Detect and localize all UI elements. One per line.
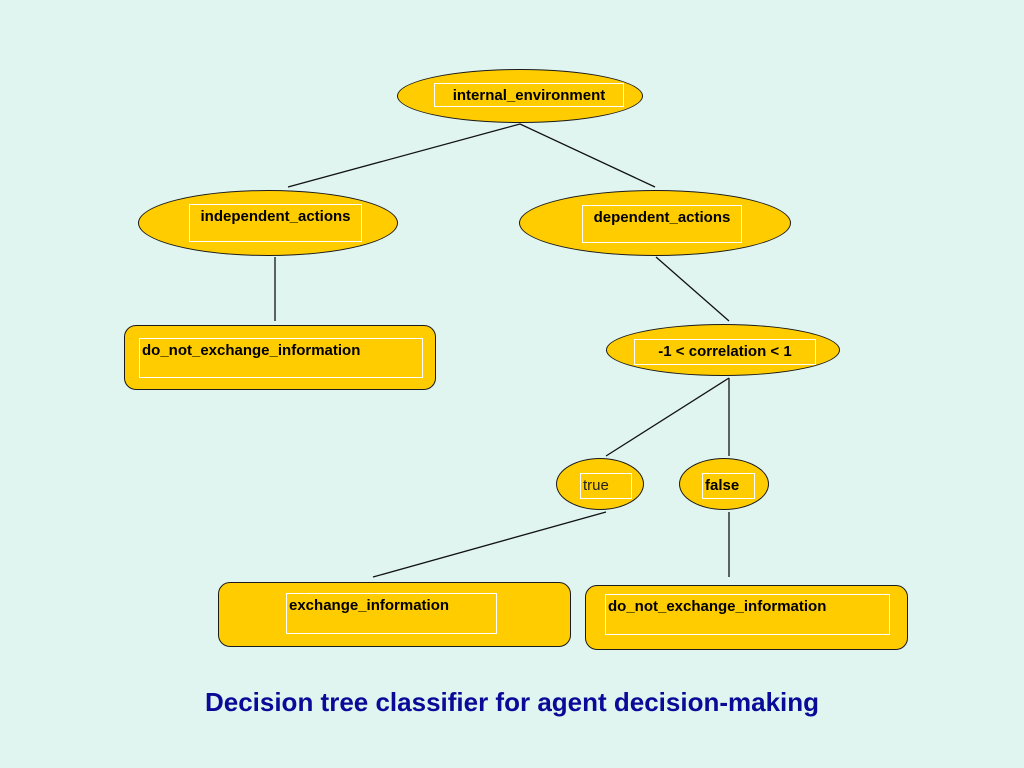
correlation-node: -1 < correlation < 1 [606, 324, 840, 376]
leaf-do-not-exchange-left-label: do_not_exchange_information [139, 338, 423, 378]
leaf-do-not-exchange-right-label: do_not_exchange_information [605, 594, 890, 635]
root-node: internal_environment [397, 69, 643, 123]
leaf-exchange-information-label: exchange_information [286, 593, 497, 634]
diagram-caption: Decision tree classifier for agent decis… [204, 687, 820, 717]
dependent-actions-label: dependent_actions [582, 205, 742, 243]
correlation-label: -1 < correlation < 1 [634, 339, 816, 365]
independent-actions-node: independent_actions [138, 190, 398, 256]
edge-correlation-true [605, 377, 730, 457]
false-branch-label: false [702, 473, 755, 499]
edge-root-dependent [519, 123, 656, 188]
edge-true-leaf [372, 511, 607, 578]
leaf-do-not-exchange-right: do_not_exchange_information [585, 585, 908, 650]
true-branch-node: true [556, 458, 644, 510]
edge-root-independent [287, 123, 521, 188]
independent-actions-label: independent_actions [189, 204, 362, 242]
leaf-do-not-exchange-left: do_not_exchange_information [124, 325, 436, 390]
leaf-exchange-information: exchange_information [218, 582, 571, 647]
edge-dependent-correlation [655, 256, 730, 322]
root-node-label: internal_environment [434, 83, 624, 107]
false-branch-node: false [679, 458, 769, 510]
true-branch-label: true [580, 473, 632, 499]
dependent-actions-node: dependent_actions [519, 190, 791, 256]
